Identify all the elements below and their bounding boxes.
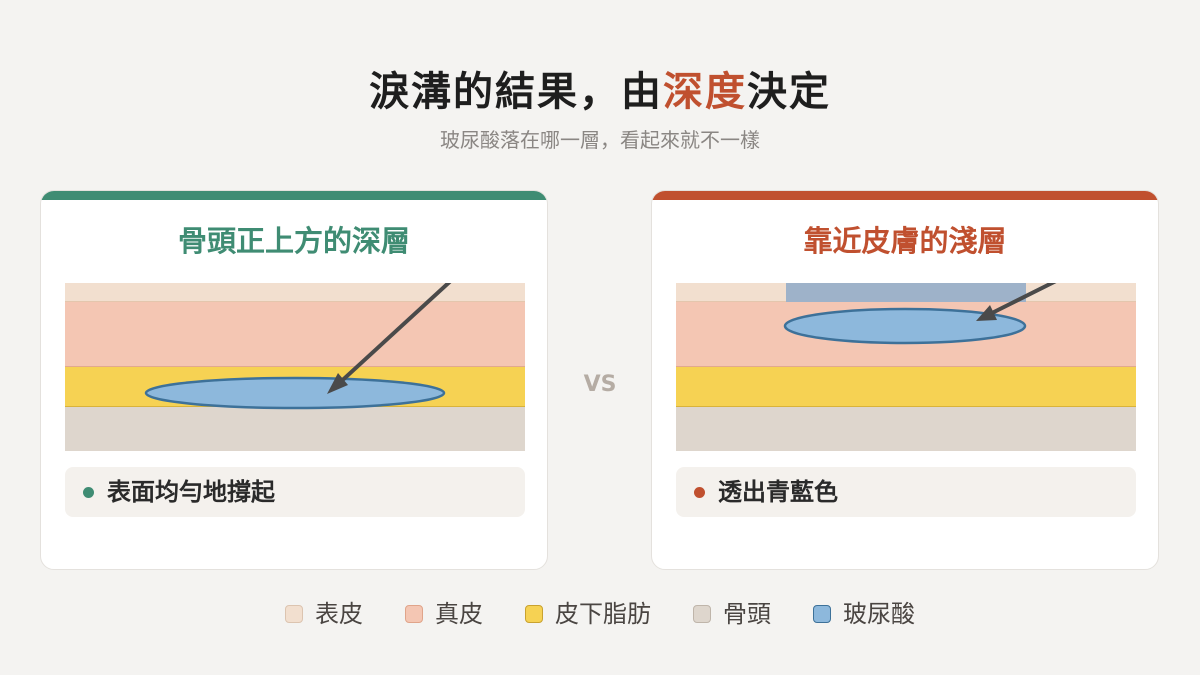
arrowhead-deep-icon — [327, 373, 348, 394]
shallow-overlay — [783, 283, 1057, 345]
deep-note: 表面均勻地撐起 — [65, 467, 525, 517]
legend: 表皮 真皮 皮下脂肪 骨頭 玻尿酸 — [0, 596, 1200, 632]
title-main: 淚溝的結果，由 — [369, 69, 663, 115]
bullet-dot — [694, 487, 705, 498]
shallow-layer-title: 靠近皮膚的淺層 — [803, 224, 1007, 258]
arrowhead-shallow-icon — [976, 305, 997, 321]
legend-item-epidermis: 表皮 — [285, 598, 363, 630]
legend-item-bone: 骨頭 — [693, 598, 771, 630]
filler-deep-ellipse — [144, 376, 446, 410]
legend-swatch — [405, 605, 423, 623]
card-accent-bar — [652, 191, 1158, 200]
legend-label: 皮下脂肪 — [555, 600, 651, 628]
title-highlight: 深度 — [663, 69, 747, 115]
shallow-note: 透出青藍色 — [676, 467, 1136, 517]
legend-label: 真皮 — [435, 600, 483, 628]
legend-item-fat: 皮下脂肪 — [525, 598, 651, 630]
legend-swatch — [693, 605, 711, 623]
vs-label: VS — [583, 372, 617, 397]
legend-label: 骨頭 — [723, 600, 771, 628]
deep-overlay — [144, 283, 452, 410]
page-title: 淚溝的結果，由深度決定 — [0, 66, 1200, 118]
epidermis-layer — [65, 283, 525, 302]
arrow-shallow — [984, 283, 1057, 318]
deep-layer-title: 骨頭正上方的深層 — [177, 224, 410, 258]
shallow-layer-card: 靠近皮膚的淺層 透出青藍色 — [651, 190, 1159, 570]
skin-cross-section-shallow — [676, 283, 1136, 451]
page-subtitle: 玻尿酸落在哪一層，看起來就不一樣 — [440, 128, 760, 152]
legend-swatch — [525, 605, 543, 623]
legend-item-filler: 玻尿酸 — [813, 598, 915, 630]
legend-label: 表皮 — [315, 600, 363, 628]
legend-swatch — [813, 605, 831, 623]
arrow-deep — [333, 283, 452, 389]
bullet-dot — [83, 487, 94, 498]
title-end: 決定 — [747, 69, 831, 115]
filler-shallow-ellipse — [783, 307, 1027, 345]
bone-layer — [676, 407, 1136, 451]
legend-item-dermis: 真皮 — [405, 598, 483, 630]
deep-note-text: 表面均勻地撐起 — [107, 478, 275, 506]
deep-layer-card: 骨頭正上方的深層 表面均勻地撐起 — [40, 190, 548, 570]
legend-label: 玻尿酸 — [843, 600, 915, 628]
legend-swatch — [285, 605, 303, 623]
shallow-note-text: 透出青藍色 — [718, 478, 838, 506]
dermis-layer — [65, 302, 525, 367]
skin-cross-section-deep — [65, 283, 525, 451]
card-accent-bar — [41, 191, 547, 200]
blue-tint-patch — [786, 283, 1026, 302]
fat-layer — [676, 367, 1136, 407]
bone-layer — [65, 407, 525, 451]
